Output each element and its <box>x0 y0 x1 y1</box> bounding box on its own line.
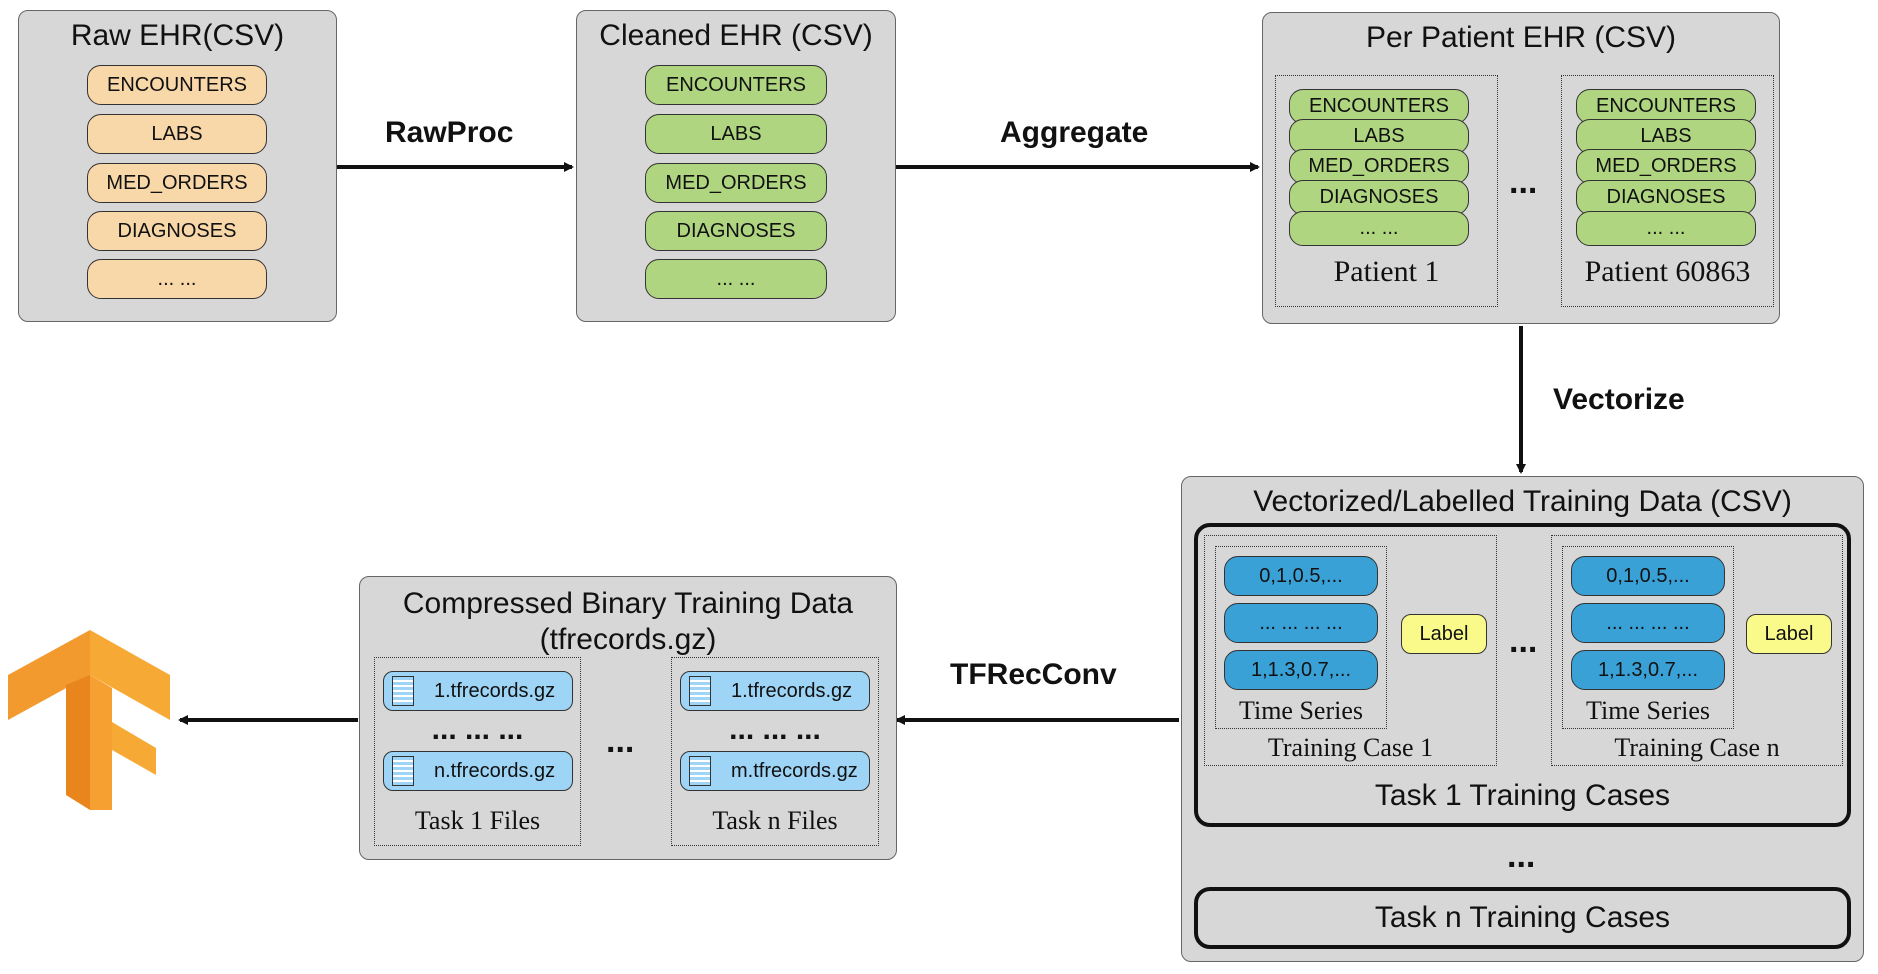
cleaned-item-med-orders: MED_ORDERS <box>645 163 827 203</box>
file-icon <box>392 756 414 786</box>
compressed-title-line2: (tfrecords.gz) <box>539 623 717 656</box>
patient-last-group: ENCOUNTERS LABS MED_ORDERS DIAGNOSES ...… <box>1561 75 1774 307</box>
taskn-file-first-name: 1.tfrecords.gz <box>731 679 853 702</box>
compressed-panel: Compressed Binary Training Data (tfrecor… <box>359 576 897 860</box>
taskn-files-dots: ... ... ... <box>729 713 821 746</box>
patient1-more: ... ... <box>1289 211 1469 246</box>
series-first-row1: 0,1,0.5,... <box>1224 556 1378 596</box>
task1-cases-box: 0,1,0.5,... ... ... ... ... 1,1.3,0.7,..… <box>1194 523 1851 827</box>
file-icon <box>689 756 711 786</box>
cleaned-item-more: ... ... <box>645 259 827 299</box>
training-case-last: 0,1,0.5,... ... ... ... ... 1,1.3,0.7,..… <box>1551 535 1843 766</box>
series-last-row2: ... ... ... ... <box>1571 603 1725 643</box>
vectorize-label: Vectorize <box>1553 383 1685 416</box>
raw-ehr-title: Raw EHR(CSV) <box>70 19 285 52</box>
patient1-diagnoses: DIAGNOSES <box>1289 180 1469 215</box>
task1-file-first: 1.tfrecords.gz <box>383 671 573 711</box>
files-ellipsis: ... <box>606 722 635 760</box>
patient-first-group: ENCOUNTERS LABS MED_ORDERS DIAGNOSES ...… <box>1275 75 1498 307</box>
patient1-labs: LABS <box>1289 119 1469 154</box>
patientn-med-orders: MED_ORDERS <box>1576 149 1756 184</box>
series-first-row3: 1,1.3,0.7,... <box>1224 650 1378 690</box>
taskn-cases-label: Task n Training Cases <box>1374 901 1671 934</box>
patientn-encounters: ENCOUNTERS <box>1576 89 1756 124</box>
cases-ellipsis: ... <box>1509 622 1538 660</box>
training-case-first-label: Training Case 1 <box>1267 733 1434 762</box>
task1-files-group: 1.tfrecords.gz ... ... ... n.tfrecords.g… <box>374 657 581 846</box>
task1-file-first-name: 1.tfrecords.gz <box>434 679 556 702</box>
tensorflow-logo <box>8 630 170 810</box>
patientn-diagnoses: DIAGNOSES <box>1576 180 1756 215</box>
time-series-first: 0,1,0.5,... ... ... ... ... 1,1.3,0.7,..… <box>1215 546 1387 729</box>
per-patient-ehr-panel: Per Patient EHR (CSV) ENCOUNTERS LABS ME… <box>1262 12 1780 324</box>
patient1-encounters: ENCOUNTERS <box>1289 89 1469 124</box>
taskn-files-label: Task n Files <box>712 806 838 835</box>
cleaned-item-labs: LABS <box>645 114 827 154</box>
patient-first-label: Patient 1 <box>1333 255 1440 288</box>
raw-item-labs: LABS <box>87 114 267 154</box>
cleaned-ehr-title: Cleaned EHR (CSV) <box>599 19 873 52</box>
tasks-ellipsis: ... <box>1507 837 1536 875</box>
patientn-more: ... ... <box>1576 211 1756 246</box>
label-last: Label <box>1746 614 1832 654</box>
patient-last-label: Patient 60863 <box>1584 255 1751 288</box>
raw-item-diagnoses: DIAGNOSES <box>87 211 267 251</box>
task1-file-last-name: n.tfrecords.gz <box>434 759 556 782</box>
patients-ellipsis: ... <box>1509 163 1538 201</box>
time-series-last-label: Time Series <box>1586 696 1710 725</box>
series-last-row3: 1,1.3,0.7,... <box>1571 650 1725 690</box>
taskn-files-group: 1.tfrecords.gz ... ... ... m.tfrecords.g… <box>671 657 879 846</box>
taskn-file-first: 1.tfrecords.gz <box>680 671 870 711</box>
tfrecconv-label: TFRecConv <box>950 658 1117 691</box>
task1-files-label: Task 1 Files <box>414 806 541 835</box>
task1-files-dots: ... ... ... <box>431 713 524 746</box>
vectorized-panel: Vectorized/Labelled Training Data (CSV) … <box>1181 476 1864 962</box>
cleaned-ehr-panel: Cleaned EHR (CSV) ENCOUNTERS LABS MED_OR… <box>576 10 896 322</box>
file-icon <box>392 676 414 706</box>
vectorized-title: Vectorized/Labelled Training Data (CSV) <box>1253 485 1792 518</box>
rawproc-label: RawProc <box>385 116 514 149</box>
time-series-first-label: Time Series <box>1239 696 1363 725</box>
cleaned-item-encounters: ENCOUNTERS <box>645 65 827 105</box>
series-first-row2: ... ... ... ... <box>1224 603 1378 643</box>
cleaned-item-diagnoses: DIAGNOSES <box>645 211 827 251</box>
file-icon <box>689 676 711 706</box>
training-case-first: 0,1,0.5,... ... ... ... ... 1,1.3,0.7,..… <box>1204 535 1497 766</box>
raw-item-more: ... ... <box>87 259 267 299</box>
patient1-med-orders: MED_ORDERS <box>1289 149 1469 184</box>
raw-ehr-panel: Raw EHR(CSV) ENCOUNTERS LABS MED_ORDERS … <box>18 10 337 322</box>
patientn-labs: LABS <box>1576 119 1756 154</box>
time-series-last: 0,1,0.5,... ... ... ... ... 1,1.3,0.7,..… <box>1562 546 1734 729</box>
label-first: Label <box>1401 614 1487 654</box>
per-patient-title: Per Patient EHR (CSV) <box>1365 21 1677 54</box>
raw-item-encounters: ENCOUNTERS <box>87 65 267 105</box>
taskn-cases-box: Task n Training Cases <box>1194 887 1851 949</box>
training-case-last-label: Training Case n <box>1614 733 1780 762</box>
aggregate-label: Aggregate <box>1000 116 1149 149</box>
task1-file-last: n.tfrecords.gz <box>383 751 573 791</box>
raw-item-med-orders: MED_ORDERS <box>87 163 267 203</box>
series-last-row1: 0,1,0.5,... <box>1571 556 1725 596</box>
compressed-title-line1: Compressed Binary Training Data <box>402 587 854 620</box>
taskn-file-last: m.tfrecords.gz <box>680 751 870 791</box>
taskn-file-last-name: m.tfrecords.gz <box>731 759 858 782</box>
task1-cases-label: Task 1 Training Cases <box>1374 779 1671 812</box>
